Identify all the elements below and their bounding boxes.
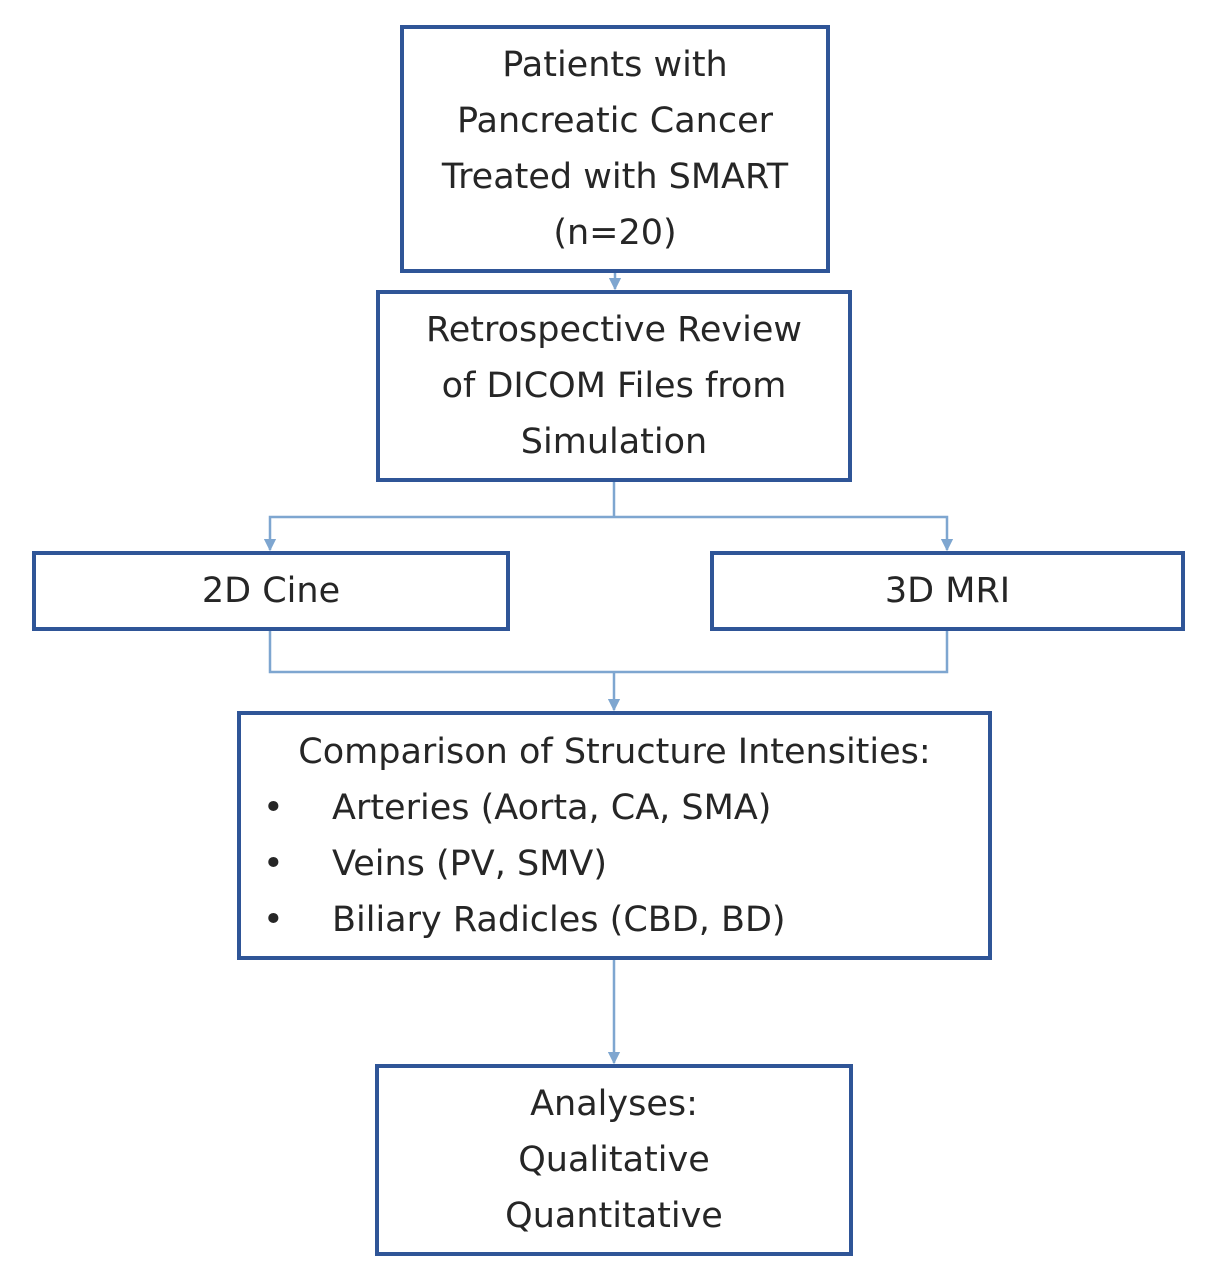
node-3d-mri: 3D MRI (710, 551, 1185, 631)
node-comparison-heading: Comparison of Structure Intensities: (298, 731, 931, 772)
node-review: Retrospective Review of DICOM Files from… (376, 290, 852, 482)
structure-list-item: • Biliary Radicles (CBD, BD) (263, 892, 786, 948)
structure-biliary: Biliary Radicles (CBD, BD) (332, 899, 786, 940)
node-analyses: Analyses: Qualitative Quantitative (375, 1064, 853, 1256)
node-patients-line-4: (n=20) (553, 213, 677, 253)
edge-review-to-cine (263, 515, 614, 552)
node-2d-cine-label: 2D Cine (201, 571, 341, 611)
node-review-line-2: of DICOM Files from (441, 366, 787, 406)
structure-list-item: • Arteries (Aorta, CA, SMA) (263, 780, 786, 836)
structure-veins: Veins (PV, SMV) (332, 843, 607, 884)
node-patients-line-2: Pancreatic Cancer (456, 101, 774, 141)
node-review-line-1: Retrospective Review (426, 310, 802, 350)
node-patients-line-1: Patients with (502, 45, 728, 85)
bullet-glyph: • (263, 787, 284, 828)
node-2d-cine: 2D Cine (32, 551, 510, 631)
edge-review-to-mri (614, 515, 954, 552)
structure-list: • Arteries (Aorta, CA, SMA) • Veins (PV,… (241, 780, 786, 948)
structure-arteries: Arteries (Aorta, CA, SMA) (332, 787, 772, 828)
bullet-glyph: • (263, 843, 284, 884)
node-analyses-line-3: Quantitative (505, 1196, 723, 1236)
bullet-glyph: • (263, 899, 284, 940)
structure-list-item: • Veins (PV, SMV) (263, 836, 786, 892)
node-3d-mri-label: 3D MRI (884, 571, 1011, 611)
node-patients: Patients with Pancreatic Cancer Treated … (400, 25, 830, 273)
edge-mri-to-merge (614, 631, 949, 674)
edge-cine-to-merge (268, 631, 614, 674)
node-patients-line-3: Treated with SMART (441, 157, 789, 197)
node-comparison: Comparison of Structure Intensities: • A… (237, 711, 992, 960)
node-analyses-line-1: Analyses: (530, 1084, 698, 1124)
node-review-line-3: Simulation (520, 422, 708, 462)
node-analyses-line-2: Qualitative (518, 1140, 710, 1180)
